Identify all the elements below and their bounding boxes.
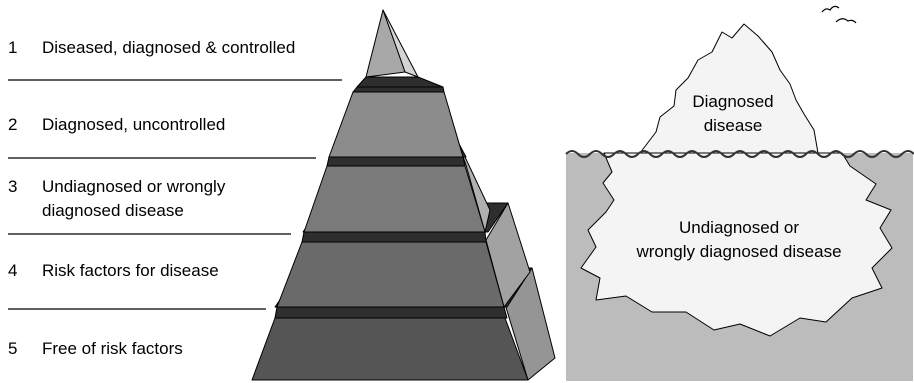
pyramid-band-1-front bbox=[353, 87, 444, 92]
level-3-label: 3 Undiagnosed or wrongly diagnosed disea… bbox=[8, 177, 226, 220]
level-3-number: 3 bbox=[8, 177, 17, 196]
level-5-label: 5 Free of risk factors bbox=[8, 339, 183, 358]
iceberg-above-label-line2: disease bbox=[704, 116, 763, 135]
pyramid-tier-5-front bbox=[252, 318, 528, 380]
level-5-number: 5 bbox=[8, 339, 17, 358]
level-3-text-line1: Undiagnosed or wrongly bbox=[42, 177, 226, 196]
bird-1 bbox=[822, 6, 839, 12]
level-3-text-line2: diagnosed disease bbox=[42, 201, 184, 220]
level-1-number: 1 bbox=[8, 38, 17, 57]
pyramid-tier-3-front bbox=[304, 166, 485, 232]
bird-2 bbox=[836, 19, 856, 23]
level-4-label: 4 Risk factors for disease bbox=[8, 261, 219, 280]
pyramid-band-1 bbox=[357, 77, 443, 87]
pyramid-tier-2-front bbox=[329, 92, 463, 157]
level-1-label: 1 Diseased, diagnosed & controlled bbox=[8, 38, 295, 57]
level-4-number: 4 bbox=[8, 261, 17, 280]
iceberg-illustration: Diagnosed disease Undiagnosed or wrongly… bbox=[566, 6, 914, 381]
pyramid-tier-4-front bbox=[277, 242, 504, 307]
level-1-text: Diseased, diagnosed & controlled bbox=[42, 38, 295, 57]
pyramid-band-2-front bbox=[327, 157, 465, 166]
level-4-text: Risk factors for disease bbox=[42, 261, 219, 280]
iceberg-below-label-line1: Undiagnosed or bbox=[679, 218, 799, 237]
level-2-text: Diagnosed, uncontrolled bbox=[42, 115, 225, 134]
level-5-text: Free of risk factors bbox=[42, 339, 183, 358]
pyramid-band-3-front bbox=[302, 232, 486, 242]
iceberg-below-label-line2: wrongly diagnosed disease bbox=[635, 242, 841, 261]
level-2-number: 2 bbox=[8, 115, 17, 134]
pyramid-band-4-front bbox=[275, 307, 507, 318]
iceberg-above-label-line1: Diagnosed bbox=[692, 92, 773, 111]
level-2-label: 2 Diagnosed, uncontrolled bbox=[8, 115, 225, 134]
pyramid bbox=[252, 10, 555, 380]
